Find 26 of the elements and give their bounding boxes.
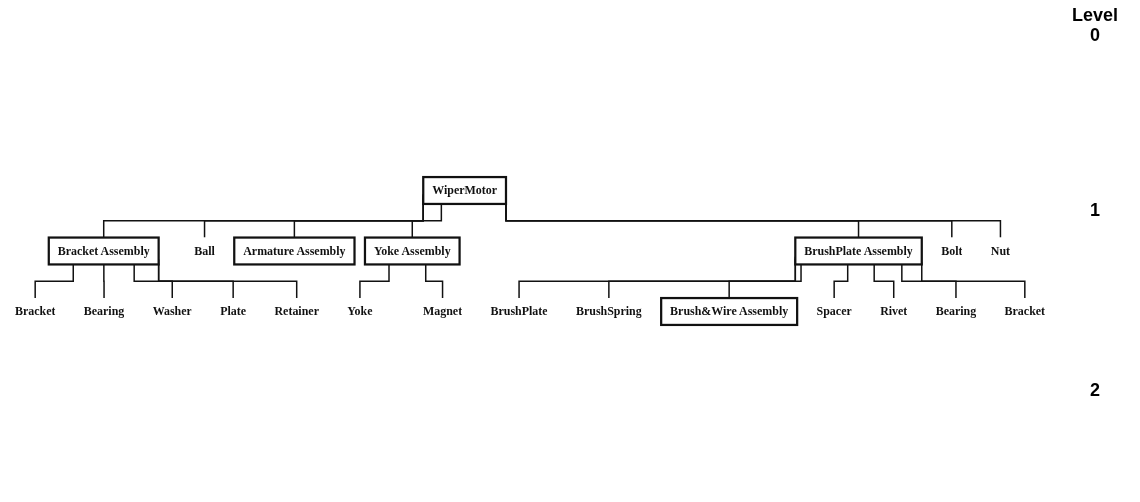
node-box: Armature Assembly — [233, 236, 356, 266]
level-number: 2 — [1089, 380, 1101, 401]
node-text: Retainer — [274, 304, 319, 318]
node-text: Magnet — [422, 304, 463, 318]
node-box: BrushPlate Assembly — [794, 236, 923, 266]
node-text: Plate — [220, 304, 247, 318]
node-text: Bracket — [14, 304, 56, 318]
node-text: Ball — [194, 244, 215, 257]
node-text: Spacer — [816, 304, 852, 318]
node-text: Washer — [152, 304, 192, 318]
node-text: Bearing — [83, 304, 125, 318]
level-number: 1 — [1089, 200, 1101, 221]
node-box: WiperMotor — [422, 175, 508, 206]
node-box: Bracket Assembly — [47, 236, 160, 266]
node-text: BrushPlate — [490, 304, 548, 318]
node-text: Yoke — [347, 304, 373, 318]
node-box: Brush&Wire Assembly — [660, 296, 799, 327]
node-text: Bracket — [1004, 304, 1046, 318]
node-text: Bolt — [941, 244, 963, 257]
node-box: Yoke Assembly — [363, 236, 461, 266]
level-heading: Level — [1071, 5, 1119, 26]
node-text: Rivet — [880, 304, 908, 318]
node-text: Nut — [990, 244, 1011, 257]
level-number: 0 — [1089, 25, 1101, 46]
node-text: Bearing — [935, 304, 977, 318]
node-text: BrushSpring — [575, 304, 642, 318]
